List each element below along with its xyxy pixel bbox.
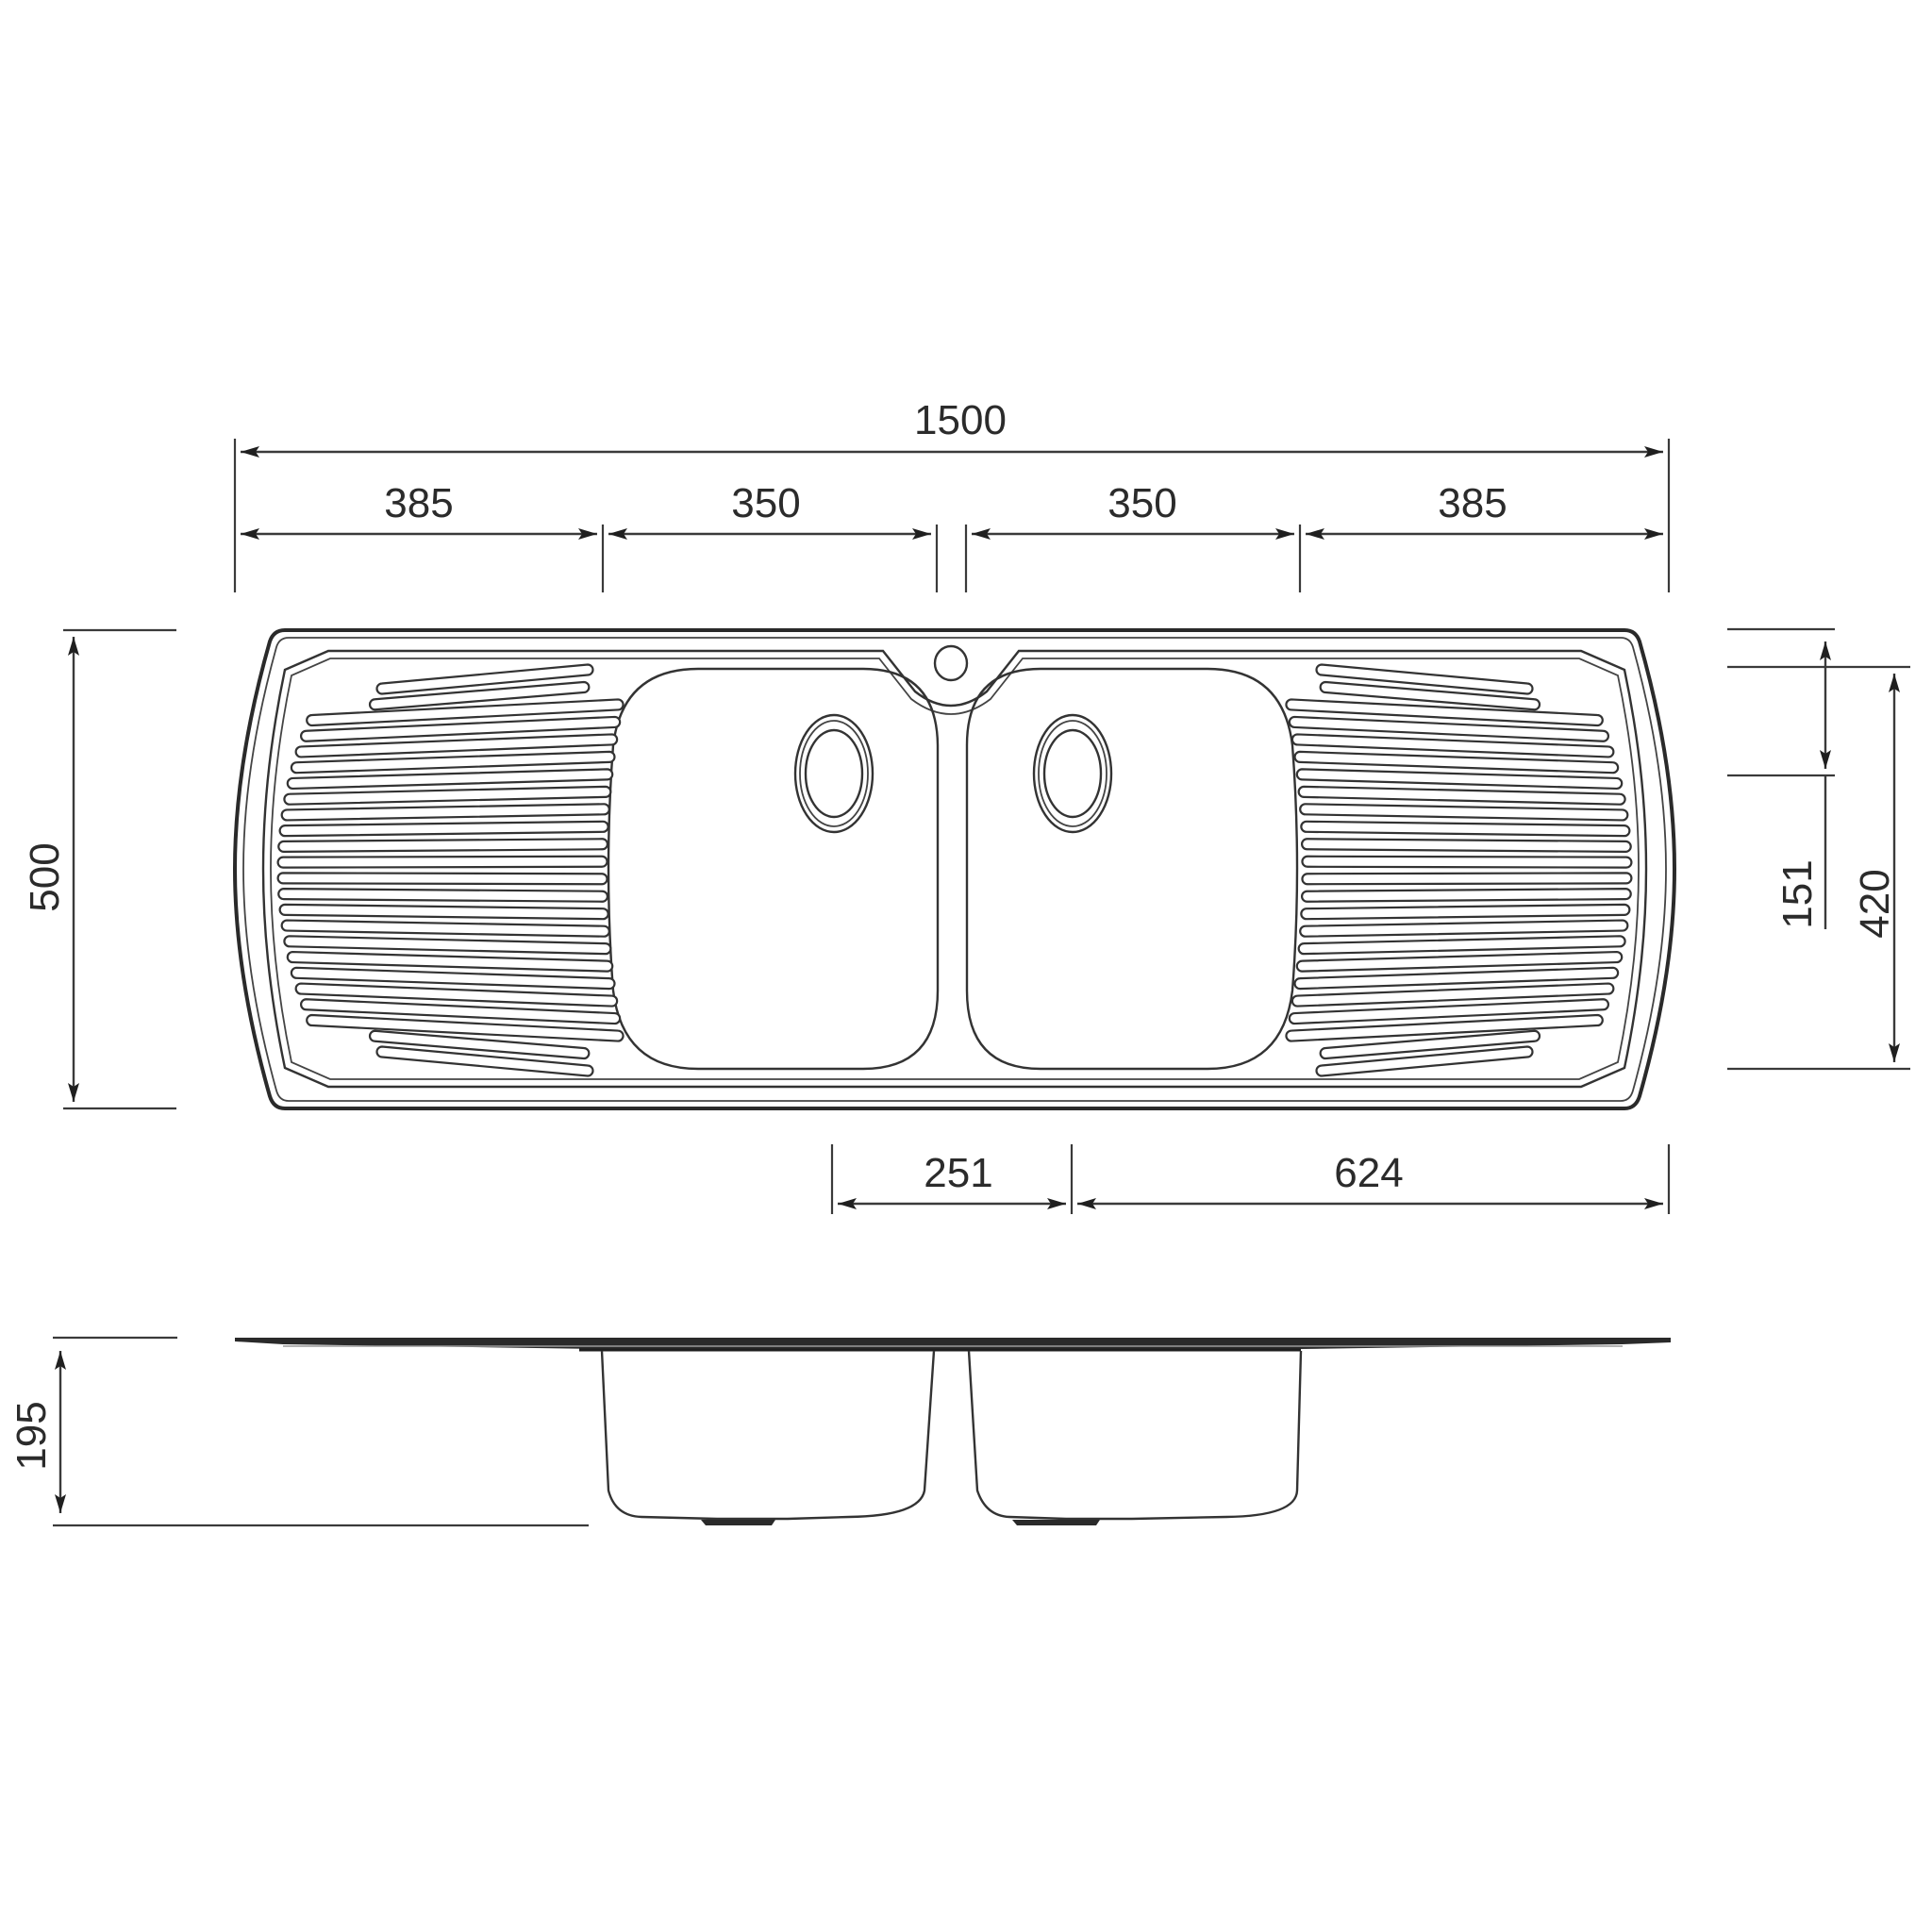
drainer-groove — [1288, 998, 1609, 1025]
drainer-groove — [1285, 698, 1604, 727]
dim-label-waste-to-edge: 624 — [1334, 1150, 1403, 1196]
drainer-groove — [375, 1045, 594, 1077]
left-drainer-grooves — [276, 663, 625, 1077]
drainer-groove — [1299, 919, 1629, 938]
left-dimension-group: 500 — [22, 628, 176, 1110]
dim-label-bowl-depth: 195 — [8, 1401, 55, 1470]
drainer-groove — [1297, 785, 1626, 806]
drainer-groove — [286, 768, 614, 791]
dim-label-left-bowl: 350 — [731, 480, 800, 526]
drainer-groove — [1288, 715, 1609, 742]
side-deck — [235, 1338, 1671, 1349]
drainer-groove — [300, 715, 622, 742]
drainer-groove — [278, 820, 609, 838]
tap-hole — [933, 644, 969, 682]
drainer-groove — [278, 903, 609, 921]
drainer-groove — [1315, 1045, 1534, 1077]
sink-outer-edge — [232, 628, 1677, 1110]
side-left-waste — [701, 1520, 775, 1525]
drainer-groove — [283, 935, 612, 956]
top-dimension-group: 1500 385 350 350 385 — [233, 397, 1671, 592]
right-dimension-group: 151 420 — [1727, 627, 1910, 1071]
right-bowl — [965, 667, 1299, 1071]
drainer-groove — [290, 750, 616, 774]
drainer-groove — [300, 998, 622, 1025]
drainer-groove — [1300, 820, 1631, 838]
drainer-groove — [368, 1029, 591, 1060]
dim-label-right-drainer: 385 — [1438, 480, 1507, 526]
dim-label-right-bowl: 350 — [1108, 480, 1176, 526]
sink-top-view — [232, 628, 1677, 1110]
drainer-groove — [1293, 750, 1620, 774]
right-drainer-grooves — [1285, 663, 1633, 1077]
dim-label-bowl-length: 420 — [1852, 869, 1898, 938]
side-right-bowl — [967, 1350, 1303, 1521]
drainer-groove — [306, 1013, 625, 1042]
drainer-groove — [1301, 838, 1632, 853]
drainer-groove — [277, 888, 608, 903]
side-right-waste — [1012, 1520, 1100, 1525]
drainer-groove — [276, 872, 608, 886]
drainer-groove — [1291, 733, 1615, 758]
drainer-groove — [1285, 1013, 1604, 1042]
drainer-groove — [276, 855, 608, 869]
drainer-groove — [280, 919, 610, 938]
drainer-groove — [286, 950, 614, 973]
drainer-groove — [1293, 966, 1620, 991]
drainer-groove — [1297, 935, 1626, 956]
drainer-groove — [1319, 680, 1541, 711]
drainer-groove — [368, 680, 591, 711]
drainer-groove — [1291, 982, 1615, 1008]
drainer-groove — [1319, 1029, 1541, 1060]
drainer-groove — [1301, 872, 1633, 886]
dim-label-overall-width: 1500 — [914, 397, 1007, 443]
drainer-groove — [1315, 663, 1534, 695]
left-waste-outlet — [793, 713, 874, 834]
drainer-groove — [1301, 855, 1633, 869]
drainer-groove — [1299, 803, 1629, 822]
left-bowl — [607, 667, 940, 1071]
drainer-groove — [306, 698, 625, 727]
drainer-groove — [1300, 903, 1631, 921]
dim-label-left-drainer: 385 — [384, 480, 453, 526]
drainer-groove — [280, 803, 610, 822]
drainer-groove — [290, 966, 616, 991]
drainer-groove — [283, 785, 612, 806]
right-waste-outlet — [1032, 713, 1113, 834]
dim-label-tap-to-waste: 151 — [1774, 859, 1821, 928]
drainer-groove — [1295, 768, 1624, 791]
drainer-groove — [294, 982, 619, 1008]
drainer-groove — [375, 663, 594, 695]
dim-label-waste-spacing: 251 — [924, 1150, 992, 1196]
drainer-groove — [277, 838, 608, 853]
side-left-bowl — [600, 1350, 936, 1521]
deck-inner-rim — [261, 649, 1648, 1089]
dim-label-overall-depth: 500 — [22, 842, 68, 911]
drainer-groove — [1301, 888, 1632, 903]
drainer-groove — [294, 733, 619, 758]
sink-side-view: 195 — [8, 1336, 1671, 1527]
bottom-dimension-group: 251 624 — [830, 1144, 1671, 1214]
drainer-groove — [1295, 950, 1624, 973]
